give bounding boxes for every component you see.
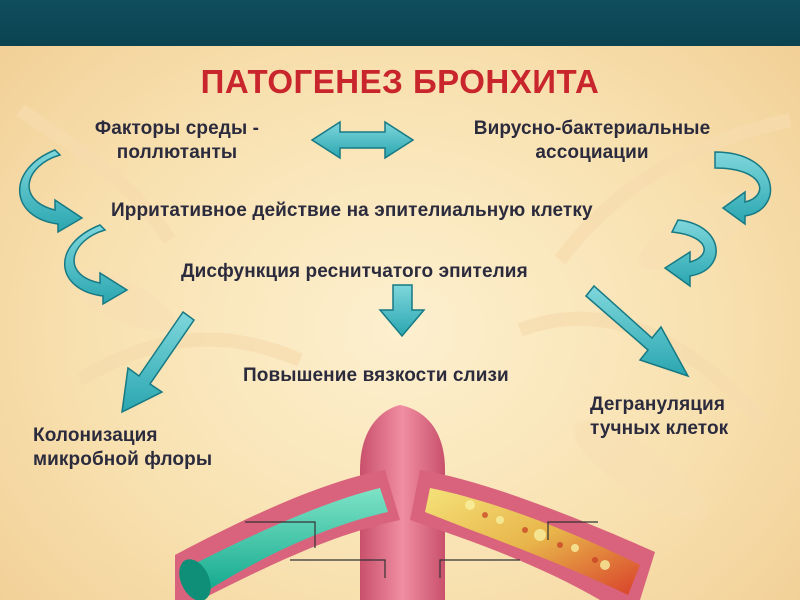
- node-viral-bacterial-line2: ассоциации: [535, 142, 649, 163]
- node-mucus-viscosity: Повышение вязкости слизи: [243, 365, 509, 386]
- node-microbial-colonization-line1: Колонизация: [33, 425, 158, 446]
- curved-arrow-icon: [663, 219, 717, 288]
- node-microbial-colonization: Колонизация микробной флоры: [33, 424, 212, 472]
- node-environment-factors-line1: Факторы среды -: [94, 118, 260, 139]
- node-environment-factors: Факторы среды - поллютанты: [62, 117, 292, 165]
- node-microbial-colonization-line2: микробной флоры: [33, 449, 213, 470]
- curved-arrow-icon: [714, 151, 772, 226]
- down-arrow-icon: [378, 284, 426, 338]
- node-environment-factors-line2: поллютанты: [116, 142, 238, 163]
- curved-arrow-icon: [63, 224, 129, 306]
- top-bar: [0, 0, 800, 46]
- diagonal-arrow-icon: [121, 310, 196, 414]
- diagonal-arrow-icon: [584, 284, 690, 378]
- node-viral-bacterial: Вирусно-бактериальные ассоциации: [442, 117, 742, 165]
- node-irritative-action: Ирритативное действие на эпителиальную к…: [111, 200, 593, 221]
- double-arrow-icon: [310, 120, 415, 160]
- node-mast-cell-degranulation: Дегрануляция тучных клеток: [590, 393, 728, 441]
- node-mast-cell-degranulation-line1: Дегрануляция: [590, 394, 726, 415]
- node-mast-cell-degranulation-line2: тучных клеток: [590, 418, 729, 439]
- slide-title: ПАТОГЕНЕЗ БРОНХИТА: [200, 63, 600, 100]
- bronchus-illustration: [175, 405, 655, 600]
- curved-arrow-icon: [18, 149, 84, 234]
- node-viral-bacterial-line1: Вирусно-бактериальные: [473, 118, 711, 139]
- node-ciliary-dysfunction: Дисфункция реснитчатого эпителия: [181, 261, 528, 282]
